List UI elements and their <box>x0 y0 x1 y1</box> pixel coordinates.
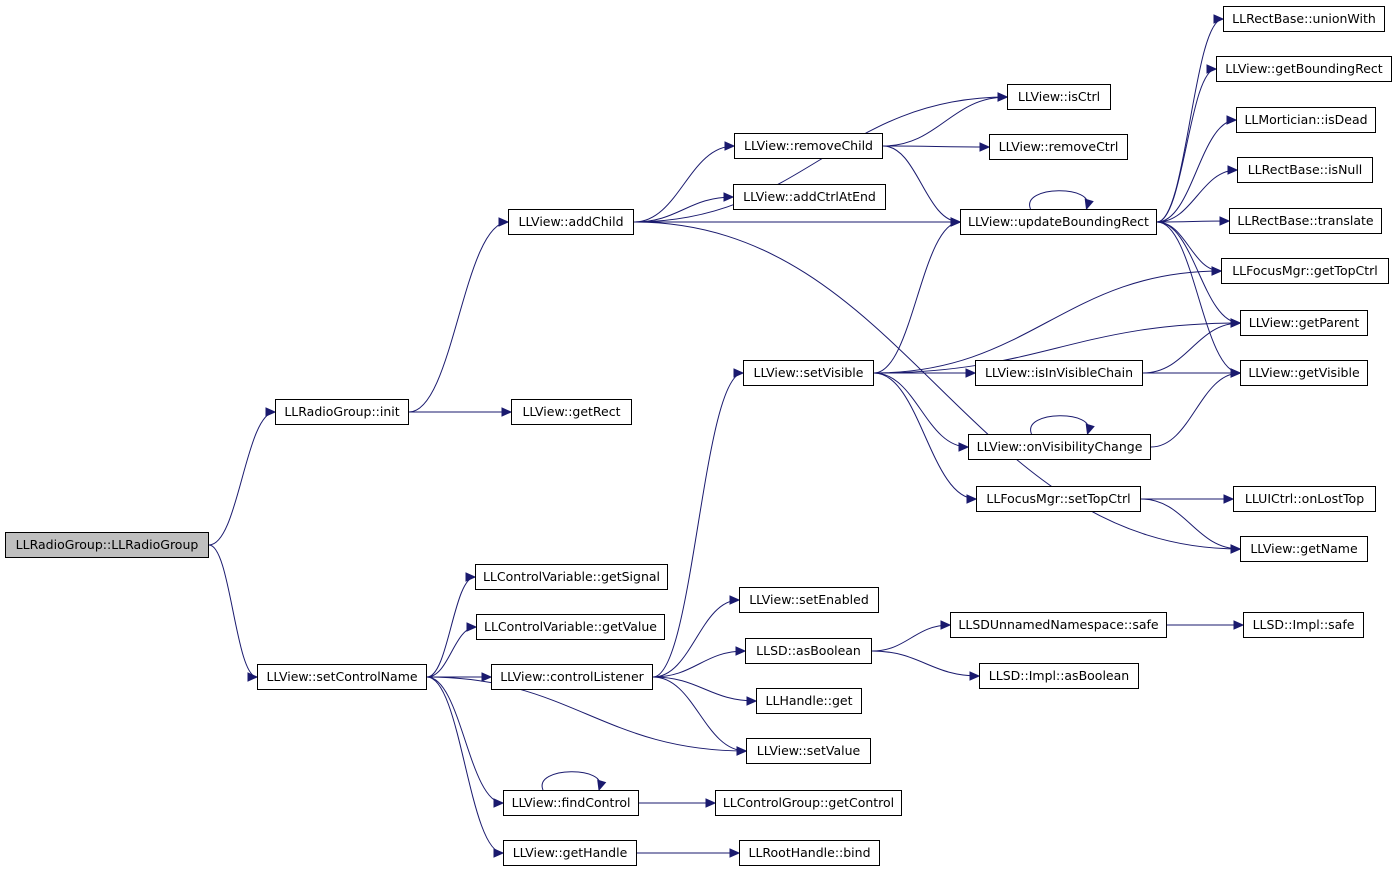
edge-removeChild-to-updateBoundingRect <box>882 145 962 227</box>
node-update-bounding-rect[interactable]: LLView::updateBoundingRect <box>960 209 1157 235</box>
edge-isInVisibleChain-to-getVisible <box>1143 368 1242 378</box>
edge-updateBoundingRect-to-translate <box>1156 216 1231 226</box>
node-get-top-ctrl[interactable]: LLFocusMgr::getTopCtrl <box>1221 258 1389 284</box>
node-set-top-ctrl[interactable]: LLFocusMgr::setTopCtrl <box>976 486 1141 512</box>
node-handle-get[interactable]: LLHandle::get <box>756 688 862 714</box>
edge-setVisible-to-isInVisibleChain <box>874 368 977 378</box>
node-set-visible[interactable]: LLView::setVisible <box>743 360 874 386</box>
edge-rg_init-to-getRect <box>409 407 513 417</box>
edge-updateBoundingRect-to-updateBoundingRect <box>1029 190 1094 211</box>
node-union-with[interactable]: LLRectBase::unionWith <box>1223 6 1385 32</box>
edge-addChild-to-updateBoundingRect <box>634 217 962 227</box>
edge-findControl-to-getControl <box>639 798 717 808</box>
edge-findControl-to-findControl <box>541 771 607 792</box>
node-is-ctrl[interactable]: LLView::isCtrl <box>1007 84 1111 110</box>
node-on-lost-top[interactable]: LLUICtrl::onLostTop <box>1233 486 1376 512</box>
node-set-value[interactable]: LLView::setValue <box>746 738 871 764</box>
edge-rg_init-to-addChild <box>408 217 510 413</box>
node-set-control-name[interactable]: LLView::setControlName <box>257 664 427 690</box>
node-get-visible[interactable]: LLView::getVisible <box>1240 360 1368 386</box>
node-get-signal[interactable]: LLControlVariable::getSignal <box>475 564 668 590</box>
edge-isInVisibleChain-to-getParent <box>1142 318 1242 374</box>
node-get-parent[interactable]: LLView::getParent <box>1240 310 1368 336</box>
node-get-handle[interactable]: LLView::getHandle <box>503 840 637 866</box>
edge-onVisibilityChange-to-onVisibilityChange <box>1030 415 1095 436</box>
edge-setVisible-to-getTopCtrl <box>873 266 1223 374</box>
edge-setControlName-to-getSignal <box>426 572 477 678</box>
edge-setVisible-to-setTopCtrl <box>873 372 978 504</box>
node-remove-child[interactable]: LLView::removeChild <box>734 133 883 159</box>
node-add-ctrl-at-end[interactable]: LLView::addCtrlAtEnd <box>733 184 886 210</box>
edge-onVisibilityChange-to-getVisible <box>1150 368 1242 448</box>
edge-setTopCtrl-to-onLostTop <box>1141 494 1235 504</box>
edge-controlListener-to-handleGet <box>652 676 758 706</box>
edge-asBoolean-to-nsSafe <box>871 620 952 652</box>
edge-updateBoundingRect-to-getVisible <box>1156 221 1242 378</box>
node-is-in-visible-chain[interactable]: LLView::isInVisibleChain <box>975 360 1143 386</box>
node-get-name[interactable]: LLView::getName <box>1240 536 1368 562</box>
edge-nsSafe-to-implSafe <box>1167 620 1245 630</box>
edge-addChild-to-addCtrlAtEnd <box>633 192 735 223</box>
node-get-value[interactable]: LLControlVariable::getValue <box>476 614 665 640</box>
edge-root-to-rg_init <box>208 407 277 546</box>
node-translate[interactable]: LLRectBase::translate <box>1229 208 1382 234</box>
edge-controlListener-to-setValue <box>652 676 748 756</box>
edge-root-to-setControlName <box>208 544 259 682</box>
edge-updateBoundingRect-to-isDead <box>1156 115 1238 223</box>
edge-updateBoundingRect-to-getBoundingRect <box>1156 64 1218 223</box>
node-rg_init[interactable]: LLRadioGroup::init <box>275 399 409 425</box>
node-get-control[interactable]: LLControlGroup::getControl <box>715 790 902 816</box>
node-ns-safe[interactable]: LLSDUnnamedNamespace::safe <box>950 612 1167 638</box>
node-as-boolean[interactable]: LLSD::asBoolean <box>745 638 872 664</box>
node-add-child[interactable]: LLView::addChild <box>508 209 634 235</box>
node-bind[interactable]: LLRootHandle::bind <box>739 840 880 866</box>
edge-addChild-to-getName <box>633 221 1242 554</box>
edge-updateBoundingRect-to-isNull <box>1156 165 1239 223</box>
node-get-bounding-rect[interactable]: LLView::getBoundingRect <box>1216 56 1392 82</box>
node-impl-as-boolean[interactable]: LLSD::Impl::asBoolean <box>979 663 1139 689</box>
node-is-dead[interactable]: LLMortician::isDead <box>1236 107 1376 133</box>
edge-getHandle-to-bind <box>637 848 741 858</box>
edge-setControlName-to-getHandle <box>426 676 505 858</box>
edge-setTopCtrl-to-getName <box>1140 498 1242 554</box>
edge-asBoolean-to-implAsBoolean <box>871 650 981 681</box>
edge-removeChild-to-removeCtrl <box>882 142 991 152</box>
edge-setVisible-to-updateBoundingRect <box>873 217 962 374</box>
edge-updateBoundingRect-to-unionWith <box>1156 14 1225 223</box>
node-control-listener[interactable]: LLView::controlListener <box>491 664 653 690</box>
edge-addChild-to-removeChild <box>633 141 736 223</box>
edge-removeChild-to-isCtrl <box>882 92 1009 147</box>
edge-setVisible-to-onVisibilityChange <box>873 372 970 452</box>
edge-setControlName-to-findControl <box>426 676 505 808</box>
node-on-visibility-change[interactable]: LLView::onVisibilityChange <box>968 434 1151 460</box>
edge-controlListener-to-setEnabled <box>652 595 741 678</box>
node-root[interactable]: LLRadioGroup::LLRadioGroup <box>5 532 209 558</box>
node-is-null[interactable]: LLRectBase::isNull <box>1237 157 1373 183</box>
node-set-enabled[interactable]: LLView::setEnabled <box>739 587 879 613</box>
edge-controlListener-to-setVisible <box>652 368 745 678</box>
edge-controlListener-to-asBoolean <box>652 646 747 678</box>
node-remove-ctrl[interactable]: LLView::removeCtrl <box>989 134 1128 160</box>
node-find-control[interactable]: LLView::findControl <box>503 790 639 816</box>
edge-setControlName-to-getValue <box>426 622 478 678</box>
node-get-rect[interactable]: LLView::getRect <box>511 399 632 425</box>
node-impl-safe[interactable]: LLSD::Impl::safe <box>1243 612 1364 638</box>
